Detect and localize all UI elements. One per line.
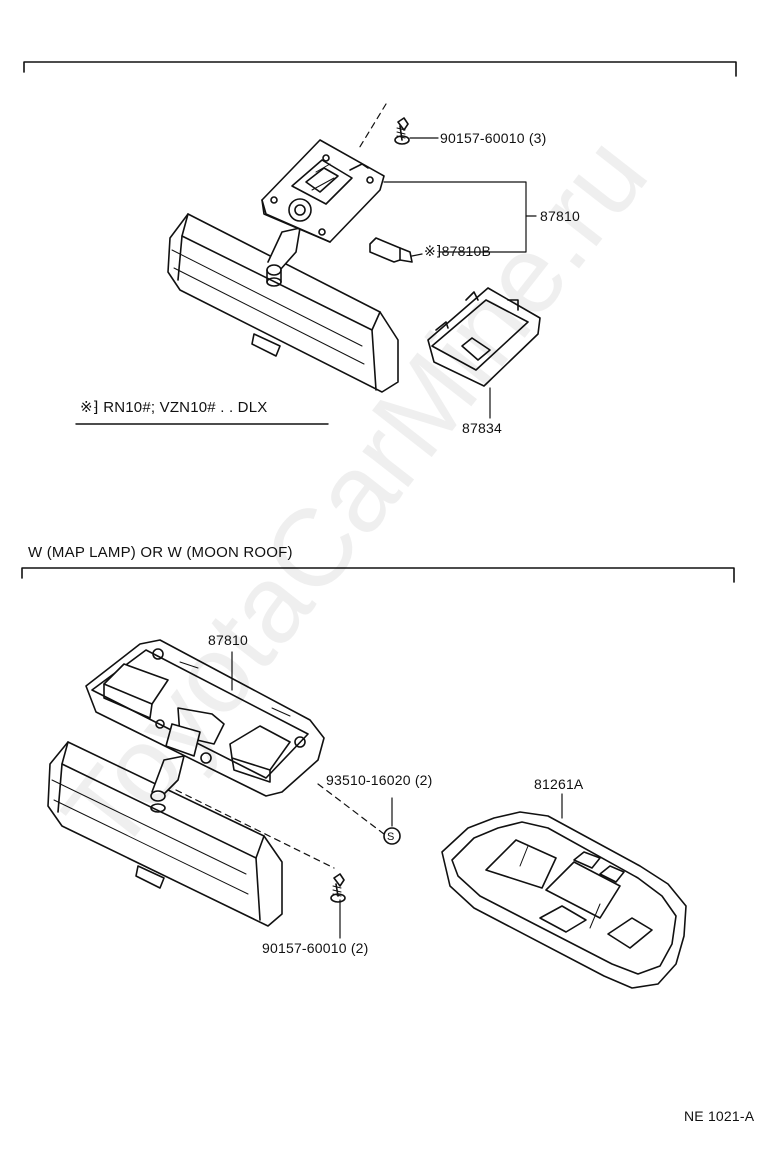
bottom-screw [330, 873, 346, 903]
bottom-guides [175, 783, 393, 939]
label-lens-bottom: 81261A [534, 776, 584, 792]
applicability-note: ※⁆ RN10#; VZN10# . . DLX [80, 399, 268, 416]
label-clip: 93510-16020 (2) [326, 772, 433, 788]
top-section-frame [23, 61, 737, 77]
clip-symbol [383, 827, 401, 845]
label-screw-top: 90157-60010 (3) [440, 130, 547, 146]
bottom-lens [441, 793, 687, 989]
top-cover [427, 287, 541, 419]
label-screw-bottom: 90157-60010 (2) [262, 940, 369, 956]
bottom-section-frame [21, 567, 735, 583]
label-lamp-assy-top: 87810 [540, 208, 580, 224]
label-lamp-assy-bottom: 87810 [208, 632, 248, 648]
clip-letter: S [387, 831, 395, 843]
bottom-mirror-body [47, 741, 283, 927]
section-title: W (MAP LAMP) OR W (MOON ROOF) [28, 544, 293, 561]
figure-id: NE 1021-A [684, 1108, 755, 1124]
top-lamp-base [261, 139, 385, 243]
top-screw [357, 103, 439, 151]
bottom-lamp-housing [85, 639, 325, 797]
top-mirror-body [167, 213, 399, 393]
top-bulb [369, 237, 423, 263]
label-bulb: ※⁆87810B [424, 243, 492, 259]
top-assy-bracket [383, 181, 537, 253]
label-cover-top: 87834 [462, 420, 502, 436]
